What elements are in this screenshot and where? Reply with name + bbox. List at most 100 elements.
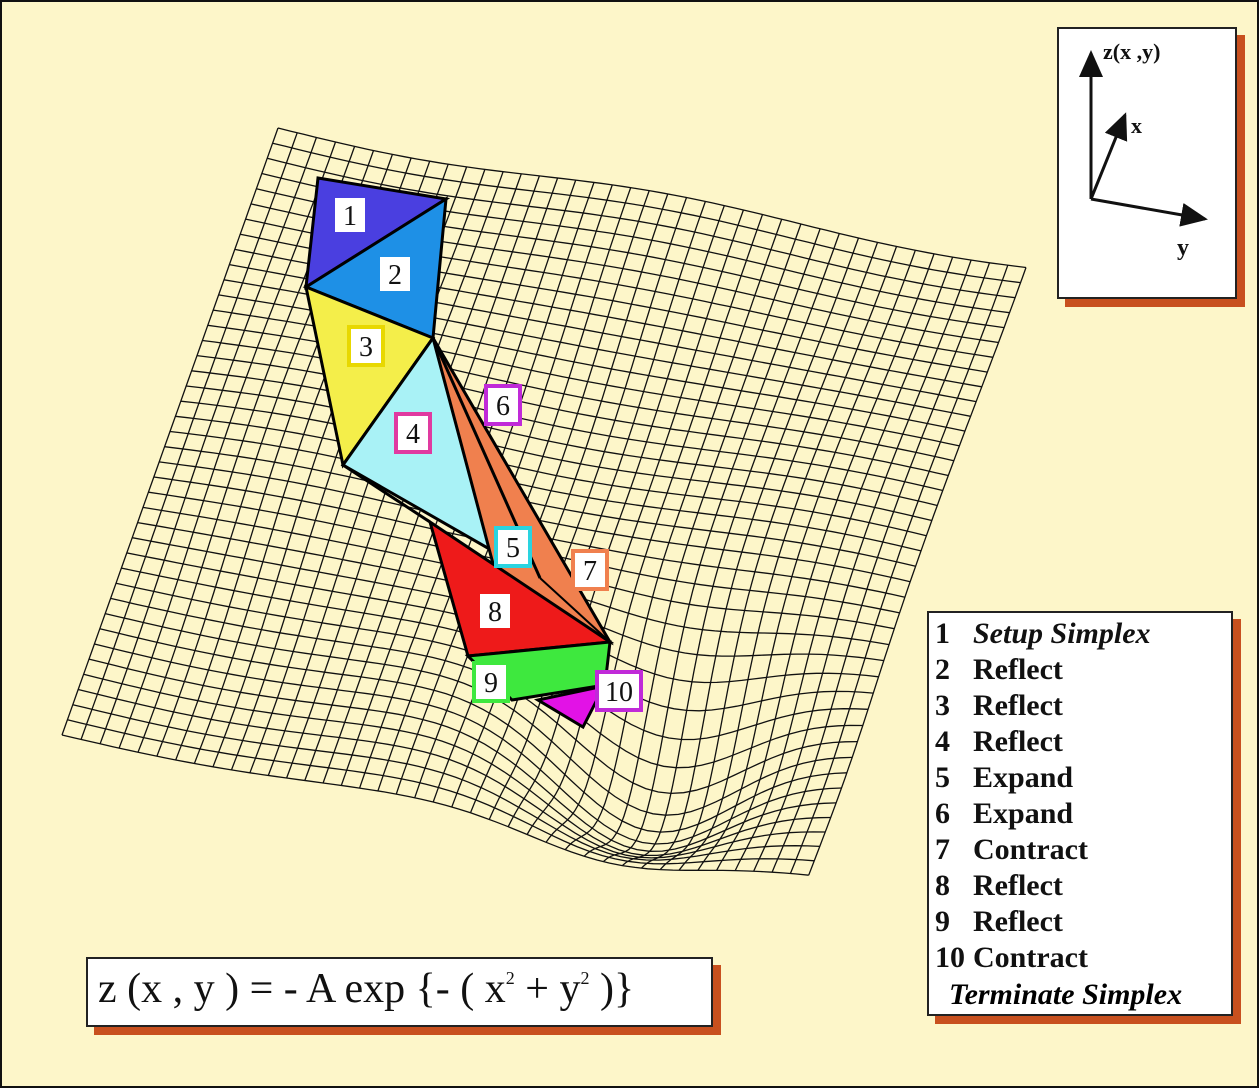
legend-step-text: Reflect — [973, 725, 1063, 758]
mesh-line — [169, 430, 916, 567]
mesh-line — [72, 704, 820, 861]
mesh-line — [564, 218, 783, 851]
simplex-label-box — [595, 670, 643, 712]
simplex-labels: 12 3 4 5 6 7 8 9 10 — [331, 194, 643, 712]
simplex-label-box — [472, 661, 510, 703]
mesh-line — [621, 233, 840, 867]
simplex-label-box — [347, 325, 385, 367]
legend-step-text: Contract — [973, 941, 1088, 974]
simplex-edge — [539, 577, 611, 643]
simplex-label: 7 — [583, 556, 597, 587]
x-axis-label: x — [1131, 113, 1142, 138]
legend-step-text: Reflect — [973, 689, 1063, 722]
legend-step-number: 2 — [935, 653, 950, 686]
simplex-label: 6 — [496, 391, 510, 422]
mesh-line — [771, 262, 991, 873]
legend-step-text: Expand — [973, 761, 1074, 794]
legend-step-number: 9 — [935, 905, 950, 938]
legend-row: 3 Reflect — [935, 689, 1231, 725]
formula: z (x , y ) = - A exp {- ( x2 + y2 )} — [86, 957, 713, 1027]
y-axis-arrow — [1090, 197, 1208, 227]
simplex-label: 1 — [343, 201, 357, 232]
simplex-label-box — [494, 526, 532, 568]
legend-step-number: 10 — [935, 941, 965, 974]
legend-step-text: Reflect — [973, 869, 1063, 902]
formula-mid: + y — [514, 966, 581, 1012]
simplex-label: 10 — [605, 677, 633, 708]
mesh-line — [734, 256, 954, 871]
simplex-label: 3 — [359, 332, 373, 363]
legend-step-number: 6 — [935, 797, 950, 830]
axes-orientation-box: z(x ,y) x y — [1057, 27, 1237, 299]
legend-step-number: 8 — [935, 869, 950, 902]
mesh-line — [78, 688, 826, 859]
legend-step-number: 4 — [935, 725, 950, 758]
legend-step-number: 7 — [935, 833, 950, 866]
y-axis-label: y — [1177, 235, 1189, 261]
legend-row: 6 Expand — [935, 797, 1231, 833]
formula-exponent-x: 2 — [505, 968, 515, 988]
legend-row: 4 Reflect — [935, 725, 1231, 761]
mesh-line — [83, 673, 831, 857]
mesh-lines — [61, 127, 1027, 876]
mesh-line — [469, 197, 688, 814]
legend-row: 8 Reflect — [935, 869, 1231, 905]
simplex-label: 4 — [406, 419, 420, 450]
legend-step-number: 1 — [935, 617, 950, 650]
mesh-line — [94, 643, 842, 845]
formula-rhs: )} — [589, 966, 635, 1012]
mesh-line — [602, 228, 821, 863]
z-axis-label: z(x ,y) — [1103, 39, 1160, 64]
mesh-line — [526, 209, 745, 835]
x-axis-arrow — [1089, 112, 1128, 200]
mesh-line — [583, 223, 802, 857]
formula-exponent-y: 2 — [580, 968, 590, 988]
mesh-line — [451, 193, 669, 808]
mesh-line — [659, 242, 879, 871]
legend-row: 1 Setup Simplex — [935, 617, 1231, 653]
legend-step-text: Reflect — [973, 653, 1063, 686]
mesh-line — [697, 250, 916, 871]
legend-terminate: Terminate Simplex — [949, 978, 1183, 1011]
mesh-line — [640, 237, 860, 869]
mesh-line — [67, 719, 815, 865]
mesh-line — [99, 628, 847, 833]
mesh-line — [808, 267, 1027, 876]
mesh-line — [753, 259, 972, 872]
simplex-label-box — [484, 384, 522, 426]
legend-row: 5 Expand — [935, 761, 1231, 797]
legend-step-text: Contract — [973, 833, 1088, 866]
mesh-line — [545, 214, 764, 843]
simplex-label-box — [376, 253, 414, 295]
simplex-edge — [342, 463, 431, 524]
simplex-label: 8 — [488, 597, 502, 628]
simplex-label-box — [476, 590, 514, 632]
mesh-line — [88, 658, 837, 852]
legend-step-number: 5 — [935, 761, 950, 794]
legend-row: 9 Reflect — [935, 905, 1231, 941]
simplex-label: 2 — [388, 260, 402, 291]
formula-lhs: z (x , y ) = - A exp {- ( x — [98, 966, 506, 1012]
simplex-label-box — [331, 194, 369, 236]
simplex-label-box — [394, 412, 432, 454]
legend-step-text: Reflect — [973, 905, 1063, 938]
simplex-10 — [533, 683, 607, 730]
legend-step-text: Setup Simplex — [973, 617, 1151, 650]
simplex-label: 9 — [484, 668, 498, 699]
mesh-line — [716, 253, 935, 871]
legend-row: 2 Reflect — [935, 653, 1231, 689]
axes-diagram: z(x ,y) x y — [1079, 39, 1208, 261]
mesh-line — [678, 246, 898, 871]
legend-step-number: 3 — [935, 689, 950, 722]
mesh-line — [789, 264, 1009, 874]
simplex-label-box — [571, 549, 609, 591]
mesh-line — [507, 205, 725, 827]
legend-row: 7 Contract — [935, 833, 1231, 869]
legend-step-text: Expand — [973, 797, 1074, 830]
mesh-line — [61, 734, 809, 876]
simplex-label: 5 — [506, 533, 520, 564]
